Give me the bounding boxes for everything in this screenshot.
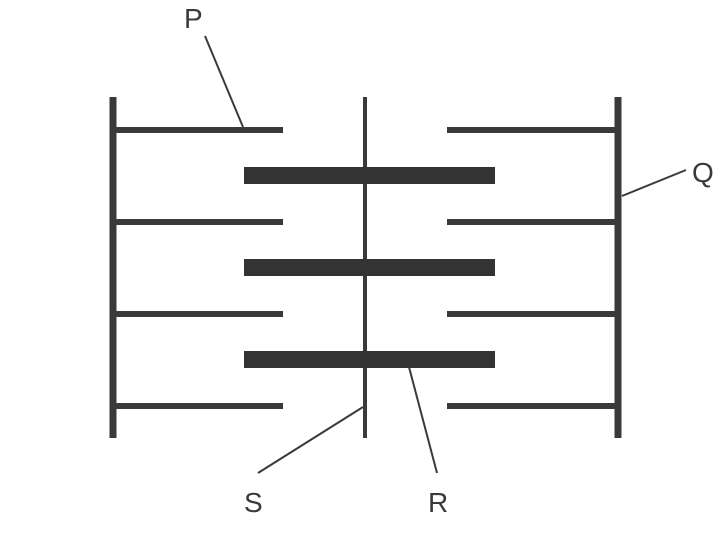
leader-line-q <box>621 169 687 197</box>
leader-line-r <box>408 366 438 474</box>
right-thin-filaments <box>447 127 618 409</box>
label-r: R <box>428 487 448 518</box>
thick-filament <box>244 351 495 368</box>
label-p: P <box>184 3 203 34</box>
left-thin-filaments <box>113 127 283 409</box>
label-q: Q <box>692 157 714 188</box>
thick-filaments <box>244 167 495 368</box>
label-s: S <box>244 487 263 518</box>
leader-line-s <box>257 406 364 474</box>
leader-line-p <box>204 35 244 128</box>
thick-filament <box>244 167 495 184</box>
leader-lines <box>204 35 687 474</box>
thick-filament <box>244 259 495 276</box>
